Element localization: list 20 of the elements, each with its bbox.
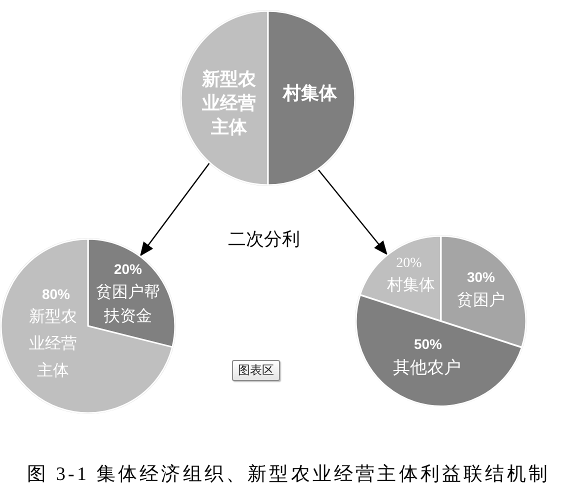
figure-caption: 图 3-1 集体经济组织、新型农业经营主体利益联结机制 xyxy=(27,463,550,487)
slice-label: 新型农业经营主体 xyxy=(28,307,78,382)
slice-label: 贫困户帮扶资金 xyxy=(95,282,161,327)
arrow xyxy=(139,162,210,257)
percentage-label: 30% xyxy=(466,268,496,286)
slice-label: 村集体 xyxy=(283,82,337,105)
pie-slice xyxy=(441,236,526,348)
annotation-text: 二次分利 xyxy=(228,229,300,249)
slice-label: 村集体 xyxy=(386,276,435,296)
slice-label: 其他农户 xyxy=(393,356,461,379)
percentage-label: 20% xyxy=(396,255,422,273)
arrow xyxy=(317,168,388,256)
percentage-label: 80% xyxy=(42,285,70,303)
pie-slice xyxy=(268,11,355,185)
pie-slice xyxy=(181,11,268,185)
slice-label: 贫困户 xyxy=(457,290,505,311)
slice-label: 新型农业经营主体 xyxy=(201,68,257,139)
percentage-label: 20% xyxy=(114,260,142,278)
percentage-label: 50% xyxy=(414,334,442,353)
tooltip: 图表区 xyxy=(232,360,280,381)
